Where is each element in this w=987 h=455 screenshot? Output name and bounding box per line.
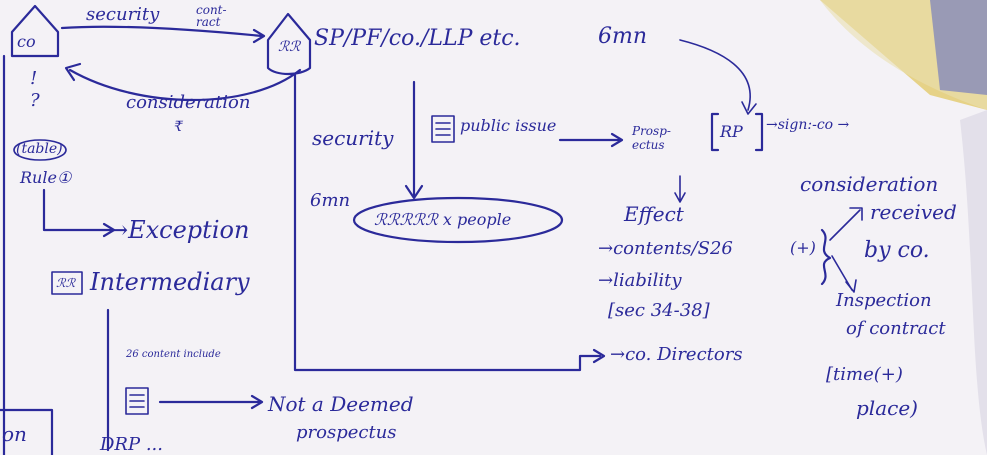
prospectus-label: Prosp- ectus: [632, 124, 671, 152]
plus-label: (+): [790, 238, 816, 257]
place-label: place): [856, 396, 918, 420]
arrow-security: [60, 25, 264, 38]
liability-label: →liability: [598, 270, 682, 291]
by-co-label: by co.: [864, 238, 930, 263]
curly-brace: [820, 228, 832, 286]
arrowhead: [252, 28, 266, 44]
people-ellipse: [352, 196, 564, 244]
page-shadow: [960, 110, 987, 455]
document-lines: [129, 394, 145, 408]
arrowhead: [741, 101, 757, 115]
bottom-left-box: [0, 408, 54, 455]
table-label: (table): [16, 141, 63, 157]
arrow-to-rp: [679, 39, 751, 111]
contents-include-label: 26 content include: [126, 349, 221, 360]
arrowhead: [674, 192, 686, 203]
paper-edge: [820, 0, 987, 110]
inspection-label: Inspection: [836, 290, 932, 311]
not-deemed-label: Not a Deemed: [268, 392, 414, 416]
rp-bracket-right: [754, 112, 764, 152]
of-contract-label: of contract: [846, 318, 946, 339]
people-label: ℛℛℛℛℛ x people: [374, 210, 512, 229]
arrow-exception: [42, 188, 112, 232]
arrow-co-directors: [293, 72, 602, 372]
co-directors-label: →co. Directors: [610, 344, 743, 365]
arrowhead: [845, 279, 857, 293]
consideration-left: consideration: [126, 92, 251, 113]
received-label: received: [870, 200, 957, 224]
arrowhead: [102, 222, 116, 238]
intermediary-icon: ℛℛ: [56, 276, 76, 290]
prospectus-bottom-label: prospectus: [296, 422, 397, 443]
contract-label: cont- ract: [196, 3, 227, 29]
question-marks: ! ?: [30, 68, 40, 111]
holders-icon: ℛℛ: [278, 39, 301, 55]
intermediary-label: Intermediary: [90, 268, 250, 296]
sign-note: →sign:-co →: [766, 117, 850, 133]
arrowhead: [610, 132, 624, 148]
exception-label: →Exception: [108, 216, 250, 244]
document-icon: [431, 115, 455, 143]
bottom-left-fragment: on: [2, 422, 27, 446]
entity-list: SP/PF/co./LLP etc.: [314, 26, 521, 51]
co-house-box: [10, 4, 60, 58]
arrowhead: [250, 394, 264, 410]
arrowhead: [849, 207, 863, 221]
rupee-symbol: ₹: [174, 119, 183, 135]
public-issue-label: public issue: [460, 116, 557, 135]
bottom-cut-label: DRP ...: [100, 434, 163, 455]
consideration-right: consideration: [800, 172, 939, 196]
security-mid-label: security: [312, 126, 394, 150]
arrowhead: [64, 62, 82, 82]
rule-label: Rule①: [20, 168, 72, 187]
amount-mid: 6mn: [310, 190, 351, 211]
co-label: co: [17, 32, 36, 51]
rp-bracket-left: [710, 112, 720, 152]
arrow-received: [829, 209, 861, 241]
effect-label: Effect: [624, 202, 684, 226]
arrowhead: [592, 348, 606, 364]
arrowhead: [404, 184, 424, 200]
table-oval: [13, 139, 67, 161]
entity-amount: 6mn: [598, 24, 648, 49]
rp-label: RP: [720, 122, 743, 141]
document-lines: [435, 122, 451, 136]
security-top-label: security: [86, 4, 160, 25]
time-label: [time(+): [826, 364, 903, 385]
arrow-consideration: [68, 68, 302, 102]
intermediary-box: [51, 271, 83, 295]
sections-label: [sec 34-38]: [608, 300, 710, 321]
contents-doc-icon: [125, 387, 149, 415]
contents-label: →contents/S26: [598, 238, 733, 259]
